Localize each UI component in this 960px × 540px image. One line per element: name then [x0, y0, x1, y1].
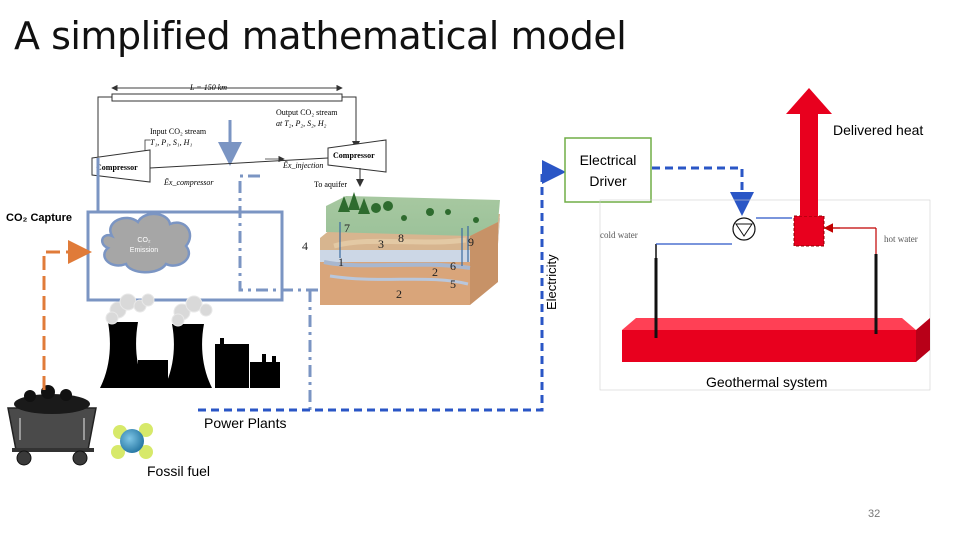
hot-water-label: hot water — [884, 234, 918, 244]
ex-compressor-label: Ēx_compressor — [163, 178, 214, 187]
power-plant-icon — [100, 293, 280, 388]
co2-capture-line — [42, 240, 92, 390]
fossil-fuel-molecule-icon — [111, 423, 153, 459]
geology-number-8: 8 — [398, 231, 404, 245]
geology-number-6: 6 — [450, 259, 456, 273]
injection-return-line — [238, 174, 318, 410]
geology-number-4: 4 — [302, 239, 308, 253]
output-stream-label: Output CO₂ stream — [276, 108, 338, 117]
compressor-left-icon — [91, 149, 151, 183]
delivered-heat-label: Delivered heat — [833, 122, 924, 138]
delivered-heat-arrow-icon — [786, 88, 832, 216]
svg-text:at T₂, P₂, S₂, H₂: at T₂, P₂, S₂, H₂ — [276, 119, 327, 128]
pipeline-bar — [111, 93, 343, 102]
power-plants-label: Power Plants — [204, 415, 287, 431]
geothermal-system-label: Geothermal system — [706, 374, 828, 390]
compressor-right-label: Compressor — [333, 151, 375, 160]
electricity-line — [198, 160, 754, 412]
electrical-driver-box — [564, 137, 652, 203]
geology-number-1: 1 — [338, 255, 344, 269]
geology-number-3: 3 — [378, 237, 384, 251]
co2-capture-label: CO₂ Capture — [6, 212, 73, 224]
co2-emission-label: CO₂ Emission — [129, 237, 159, 254]
electricity-label: Electricity — [544, 254, 559, 310]
pipeline-schematic: L = 150 km Compressor Compressor Input C… — [91, 83, 387, 212]
co2-emission-cloud — [100, 212, 192, 274]
page-number: 32 — [868, 508, 881, 520]
to-aquifer-label: To aquifer — [314, 180, 347, 189]
svg-text:T₁, P₁, S₁, H₁: T₁, P₁, S₁, H₁ — [150, 138, 192, 147]
geology-number-5: 5 — [450, 277, 456, 291]
geology-block-icon: 7 3 8 9 4 1 6 2 5 2 — [302, 192, 500, 305]
geology-number-2b: 2 — [396, 287, 402, 301]
co2-capture-box — [86, 210, 284, 302]
compressor-left-label: Compressor — [96, 163, 138, 172]
geology-number-9: 9 — [468, 235, 474, 249]
ex-injection-label: Ēx_injection — [282, 161, 323, 170]
length-label: L = 150 km — [189, 83, 227, 92]
geology-number-7: 7 — [344, 221, 350, 235]
slide-title: A simplified mathematical model — [14, 14, 627, 58]
electrical-driver-label: Electrical Driver — [579, 152, 637, 189]
geology-number-2a: 2 — [432, 265, 438, 279]
geothermal-system-icon: cold water hot water — [599, 199, 931, 391]
input-stream-label: Input CO₂ stream — [150, 127, 207, 136]
compressor-right-icon — [327, 139, 387, 173]
coal-cart-icon — [7, 385, 97, 466]
heat-exchanger-icon — [793, 215, 825, 247]
fossil-fuel-label: Fossil fuel — [147, 463, 211, 479]
cold-water-label: cold water — [600, 230, 638, 240]
